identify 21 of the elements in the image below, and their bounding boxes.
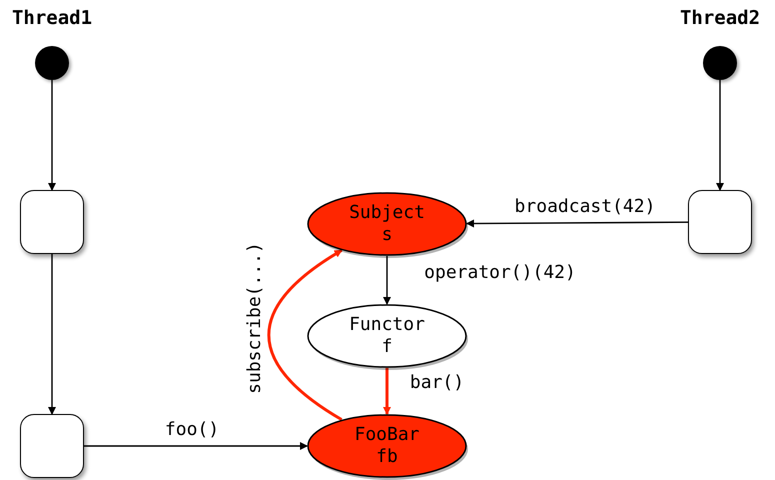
arrow xyxy=(48,254,56,415)
arrow xyxy=(268,249,342,421)
object-ellipse xyxy=(307,192,467,256)
arrow xyxy=(383,368,391,415)
thread-heading: Thread1 xyxy=(12,7,92,29)
start-dot xyxy=(703,46,737,80)
arrow xyxy=(48,80,56,191)
arrow xyxy=(84,442,308,450)
state-box xyxy=(688,190,752,254)
arrow xyxy=(466,219,688,228)
start-dot xyxy=(35,46,69,80)
object-ellipse xyxy=(307,304,467,368)
object-name: Subject s xyxy=(348,202,426,246)
thread-heading: Thread2 xyxy=(680,7,760,29)
arrow xyxy=(716,80,724,191)
object-ellipse xyxy=(307,414,467,478)
arrow xyxy=(383,256,391,305)
object-name: Functor f xyxy=(348,314,426,358)
state-box xyxy=(20,414,84,478)
object-name: FooBar fb xyxy=(353,424,421,468)
state-box xyxy=(20,190,84,254)
